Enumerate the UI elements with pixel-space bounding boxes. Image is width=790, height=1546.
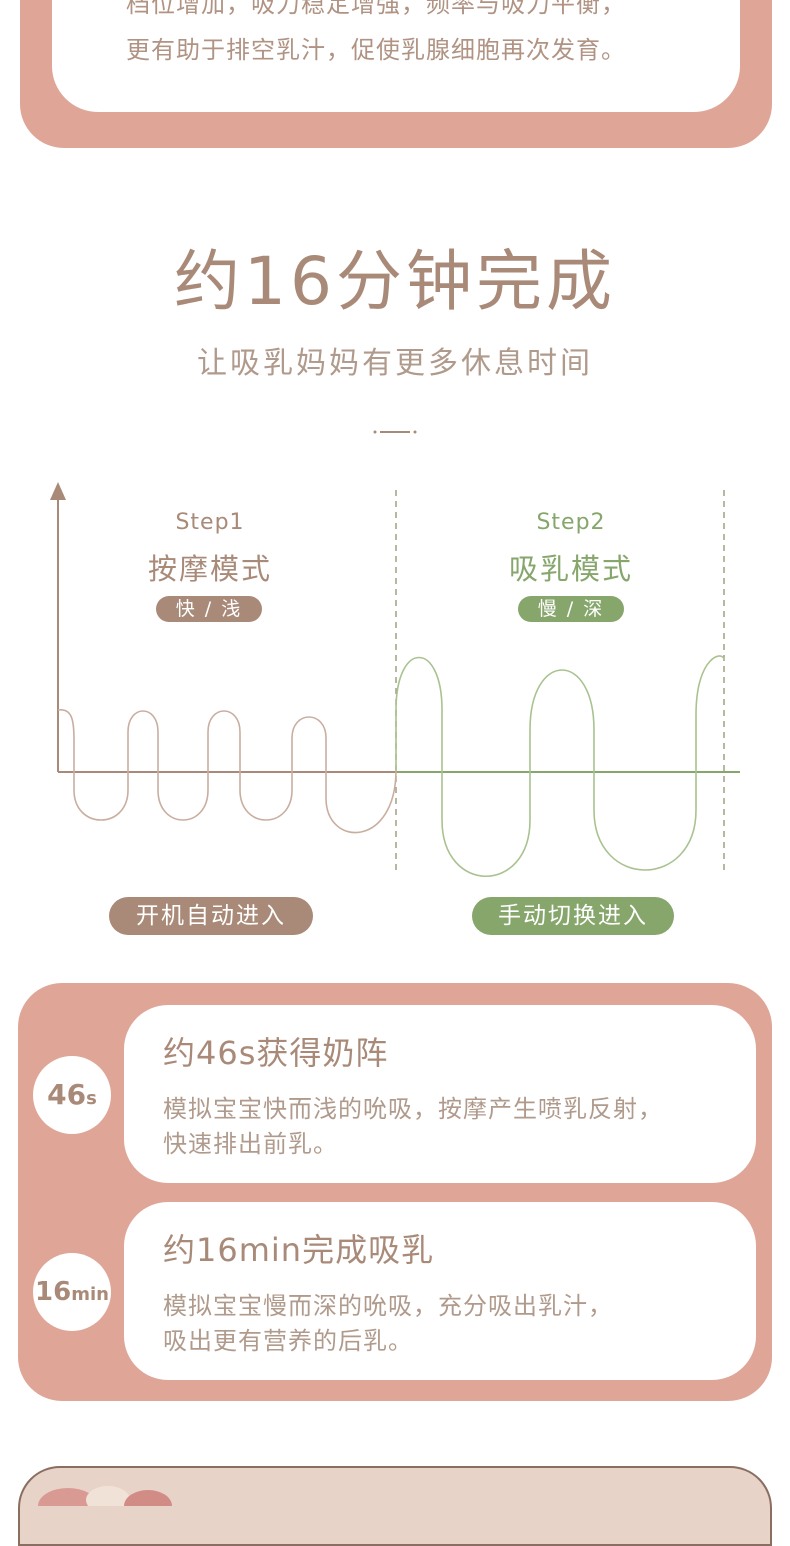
info-card-desc-line1: 模拟宝宝快而浅的吮吸，按摩产生喷乳反射， bbox=[163, 1095, 663, 1123]
section-subtitle: 让吸乳妈妈有更多休息时间 bbox=[197, 346, 593, 381]
step1-number: Step1 bbox=[175, 510, 245, 535]
suction-wave bbox=[395, 655, 725, 878]
info-card-desc-line1: 模拟宝宝慢而深的吮吸，充分吸出乳汁， bbox=[163, 1292, 613, 1320]
info-card-desc-line2: 吸出更有营养的后乳。 bbox=[163, 1327, 413, 1355]
time-badge-46s: 46s bbox=[33, 1056, 111, 1134]
info-card-title: 约46s获得奶阵 bbox=[163, 1034, 389, 1072]
product-image-fragment bbox=[38, 1486, 172, 1506]
auto-enter-button: 开机自动进入 bbox=[109, 897, 313, 935]
step1-speed-tag: 快 / 浅 bbox=[156, 596, 262, 622]
step1-title: 按摩模式 bbox=[147, 552, 272, 586]
time-badge-16min: 16min bbox=[33, 1253, 111, 1331]
badge-value: 16 bbox=[35, 1277, 72, 1307]
top-card-text-line1: 档位增加，吸力稳定增强，频率与吸力平衡， bbox=[126, 0, 626, 18]
y-axis-arrow-icon bbox=[50, 482, 66, 500]
info-card-desc-line2: 快速排出前乳。 bbox=[163, 1130, 338, 1158]
divider-ornament bbox=[373, 430, 417, 434]
info-card-complete-pumping bbox=[124, 1202, 756, 1380]
info-card-milk-letdown bbox=[124, 1005, 756, 1183]
badge-unit: min bbox=[71, 1284, 109, 1305]
manual-switch-button: 手动切换进入 bbox=[472, 897, 674, 935]
suction-wave-diagram bbox=[50, 482, 740, 878]
badge-unit: s bbox=[86, 1088, 97, 1109]
top-info-card bbox=[52, 0, 740, 112]
badge-value: 46 bbox=[47, 1078, 87, 1111]
massage-wave bbox=[57, 709, 397, 834]
step2-speed-tag: 慢 / 深 bbox=[518, 596, 624, 622]
top-card-text-line2: 更有助于排空乳汁，促使乳腺细胞再次发育。 bbox=[126, 36, 626, 64]
step2-number: Step2 bbox=[536, 510, 606, 535]
section-title: 约16分钟完成 bbox=[174, 243, 616, 320]
info-card-title: 约16min完成吸乳 bbox=[163, 1231, 435, 1269]
step2-title: 吸乳模式 bbox=[508, 552, 633, 586]
